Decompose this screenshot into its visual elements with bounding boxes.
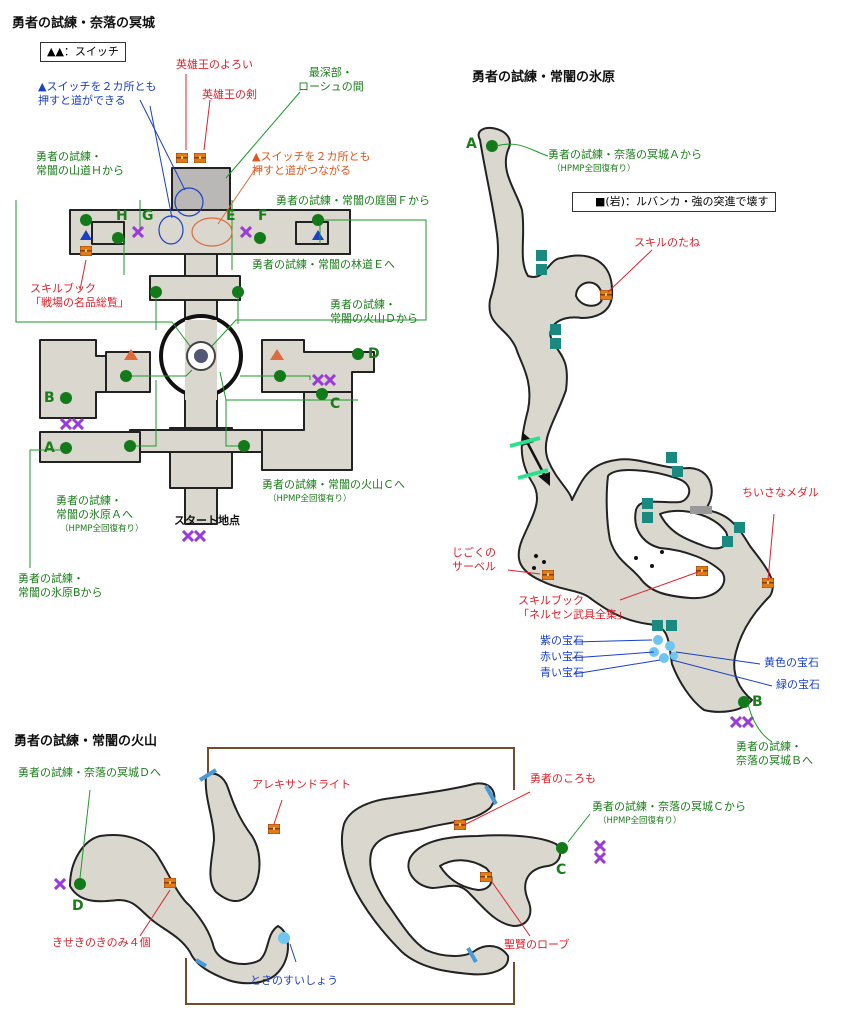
letter-a-castle: A	[44, 440, 55, 456]
label-yuusha-koromo: 勇者のころも	[530, 772, 596, 785]
label-from-castle-c: 勇者の試練・奈落の冥城Ｃから	[592, 800, 746, 813]
note-from-castle-c: （HPMP全回復有り）	[598, 816, 682, 826]
ice-rocks	[536, 250, 745, 631]
castle-title: 勇者の試練・奈落の冥城	[12, 16, 156, 31]
letter-h: H	[116, 208, 128, 224]
letter-d-castle: D	[368, 346, 380, 362]
letter-e: E	[226, 208, 236, 224]
label-to-castle-d: 勇者の試練・奈落の冥城Ｄへ	[18, 766, 161, 779]
switch-orange-left[interactable]	[124, 349, 138, 360]
label-from-ice-b: 勇者の試練・ 常闇の氷原Bから	[18, 572, 103, 599]
label-deepest: 最深部・ ローシュの間	[298, 66, 364, 93]
chest-sword[interactable]	[194, 153, 206, 163]
label-hero-sword: 英雄王の剣	[202, 88, 257, 101]
left-room-lower	[39, 431, 141, 463]
letter-d-volcano: D	[72, 898, 84, 914]
note-to-volcano-c: （HPMP全回復有り）	[268, 494, 352, 504]
label-skillbook-ice: スキルブック 「ネルセン武具全集」	[518, 594, 628, 621]
ice-cave	[477, 126, 774, 713]
left-room-upper	[39, 339, 107, 419]
label-skill-seed: スキルのたね	[634, 236, 700, 249]
volcano-title: 勇者の試練・常闇の火山	[14, 734, 158, 749]
label-from-garden-f: 勇者の試練・常闇の庭園Ｆから	[276, 194, 430, 207]
volcano-fences	[185, 747, 515, 1005]
label-skillbook-castle: スキルブック 「戦場の名品総覧」	[30, 282, 129, 309]
label-gem-red: 赤い宝石	[540, 650, 584, 663]
gems-cluster	[649, 635, 678, 663]
letter-b-castle: B	[44, 390, 55, 406]
label-jigoku-saber: じごくの サーベル	[452, 546, 496, 573]
note-from-castle-a: （HPMP全回復有り）	[552, 164, 636, 174]
label-seiken-robe: 聖賢のローブ	[504, 938, 570, 951]
label-start: スタート地点	[174, 514, 240, 527]
switch-blue-left[interactable]	[80, 230, 92, 240]
switch-orange-right[interactable]	[270, 349, 284, 360]
letter-b-ice: B	[752, 694, 763, 710]
switch-blue-right[interactable]	[312, 230, 324, 240]
label-mini-medal: ちいさなメダル	[742, 486, 819, 499]
chest-armor[interactable]	[176, 153, 188, 163]
note-blue-switch: ▲スイッチを２カ所とも 押すと道ができる	[38, 80, 157, 107]
letter-c-volcano: C	[556, 862, 567, 878]
ice-title: 勇者の試練・常闇の氷原	[472, 70, 616, 85]
label-to-volcano-c: 勇者の試練・常闇の火山Ｃへ	[262, 478, 405, 491]
label-gem-purple: 紫の宝石	[540, 634, 584, 647]
note-orange-switch: ▲スイッチを２カ所とも 押すと道がつながる	[252, 150, 371, 177]
label-to-ice-a: 勇者の試練・ 常闇の氷原Ａへ	[56, 494, 133, 521]
label-to-castle-b: 勇者の試練・ 奈落の冥城Ｂへ	[736, 740, 813, 767]
rock-legend: ■(岩)：ルバンカ・強の突進で壊す	[572, 192, 776, 212]
right-room-upper	[261, 339, 375, 393]
label-hero-armor: 英雄王のよろい	[176, 58, 253, 71]
letter-c-castle: C	[330, 396, 341, 412]
label-alexandrite: アレキサンドライト	[252, 778, 351, 791]
note-to-ice-a: （HPMP全回復有り）	[60, 524, 144, 534]
letter-a-ice: A	[466, 136, 477, 152]
label-from-volcano-d: 勇者の試練・ 常闇の火山Ｄから	[330, 298, 418, 325]
volcano-cave	[69, 772, 562, 985]
letter-g: G	[142, 208, 154, 224]
label-gem-green: 緑の宝石	[776, 678, 820, 691]
label-kiseki-nomi: きせきのきのみ４個	[52, 936, 151, 949]
label-gem-blue: 青い宝石	[540, 666, 584, 679]
label-gem-yellow: 黄色の宝石	[764, 656, 819, 669]
chest-skillbook-castle[interactable]	[80, 246, 92, 256]
switch-legend: ▲▲：スイッチ	[40, 42, 126, 62]
label-to-forest-e: 勇者の試練・常闇の林道Ｅへ	[252, 258, 395, 271]
letter-f: F	[258, 208, 268, 224]
right-room-lower	[261, 391, 353, 471]
volcano-doors	[194, 768, 498, 968]
label-from-mountain-h: 勇者の試練・ 常闇の山道Ｈから	[36, 150, 124, 177]
time-crystal-icon[interactable]	[278, 932, 290, 944]
label-toki-suisho: ときのすいしょう	[250, 974, 338, 987]
label-from-castle-a: 勇者の試練・奈落の冥城Ａから	[548, 148, 702, 161]
ice-map	[477, 126, 774, 713]
